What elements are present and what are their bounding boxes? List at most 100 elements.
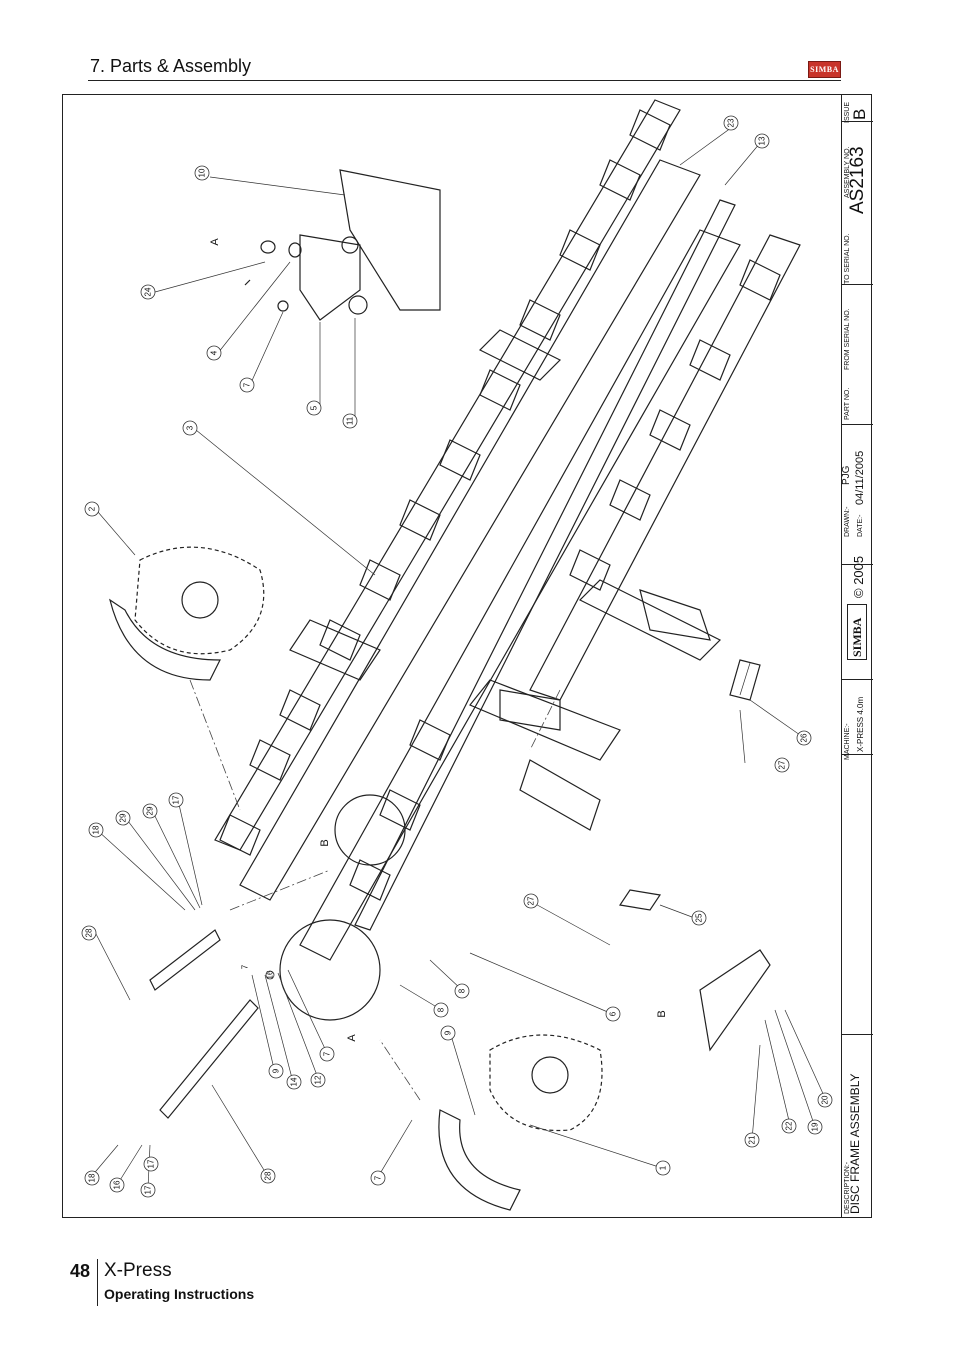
- callout-7c: [319, 1046, 335, 1062]
- callout-label: 2: [88, 506, 97, 511]
- tb-logo: SIMBA: [847, 604, 867, 660]
- view-letter-a-bottom: A: [346, 1034, 358, 1042]
- tb-divider: [842, 754, 873, 755]
- tb-part-no-label: PART NO.: [844, 387, 851, 420]
- tb-issue-value: B: [850, 108, 869, 120]
- tb-drawn-value: PJG: [841, 465, 852, 485]
- callout-label: 29: [146, 806, 155, 815]
- callout-9b: [268, 1063, 284, 1079]
- callout-16: [109, 1177, 125, 1193]
- tb-drawn-label: DRAWN:-: [844, 506, 851, 537]
- callout-8a: [454, 983, 470, 999]
- tb-date-label: DATE:-: [857, 514, 864, 537]
- callout-label: 24: [144, 287, 153, 296]
- callout-label: 28: [264, 1171, 273, 1180]
- callout-label: 19: [811, 1122, 820, 1131]
- callout-label: 18: [88, 1173, 97, 1182]
- callout-label: 13: [758, 136, 767, 145]
- view-letter-b-bottom: B: [656, 1010, 668, 1017]
- tb-drawing-number: AS2163: [847, 146, 868, 214]
- callout-label: 10: [198, 168, 207, 177]
- callout-label: 17: [172, 795, 181, 804]
- header-rule: [88, 80, 841, 81]
- callout-5: [306, 400, 322, 416]
- callout-9a: [440, 1025, 456, 1041]
- tb-divider: [842, 284, 873, 285]
- callout-label: 23: [727, 118, 736, 127]
- callout-27a: [774, 757, 790, 773]
- page-number: 48: [70, 1261, 91, 1281]
- document-subtitle: Operating Instructions: [104, 1286, 255, 1302]
- callout-24: [140, 284, 156, 300]
- callout-12: [310, 1072, 326, 1088]
- callout-1: [655, 1160, 671, 1176]
- callout-label: 7: [241, 964, 250, 969]
- callout-label: 17: [144, 1185, 153, 1194]
- callout-label: 20: [821, 1095, 830, 1104]
- callout-label: 27: [527, 896, 536, 905]
- callout-18a: [88, 822, 104, 838]
- brand-logo-text: SIMBA: [810, 65, 839, 74]
- tb-divider: [842, 679, 873, 680]
- tb-date-value: 04/11/2005: [854, 450, 866, 505]
- callout-17a: [168, 792, 184, 808]
- callout-4: [206, 345, 222, 361]
- callout-label: 3: [186, 425, 195, 430]
- callouts: [81, 115, 833, 1198]
- callout-10: [194, 165, 210, 181]
- callout-label: 7: [374, 1175, 383, 1180]
- view-letter-b-top: B: [319, 839, 331, 846]
- callout-label: 25: [695, 913, 704, 922]
- callout-27b: [523, 893, 539, 909]
- callout-2: [84, 501, 100, 517]
- tb-divider: [842, 424, 873, 425]
- callout-25: [691, 910, 707, 926]
- callout-label: 21: [748, 1135, 757, 1144]
- tb-logo-text: SIMBA: [850, 617, 864, 657]
- brand-logo: SIMBA: [808, 61, 841, 78]
- callout-label: 16: [266, 970, 275, 979]
- callout-8b: [433, 1002, 449, 1018]
- tb-to-serial-label: TO SERIAL NO.: [844, 233, 851, 284]
- callout-19: [807, 1119, 823, 1135]
- callout-6: [605, 1006, 621, 1022]
- callout-label: 26: [800, 733, 809, 742]
- callout-21: [744, 1132, 760, 1148]
- callout-label: 9: [272, 1068, 281, 1073]
- callout-label: 27: [778, 760, 787, 769]
- callout-26: [796, 730, 812, 746]
- callout-label: 18: [92, 825, 101, 834]
- view-letter-a-top: A: [209, 238, 221, 246]
- callout-label: 17: [147, 1159, 156, 1168]
- callout-label: 22: [785, 1121, 794, 1130]
- callout-20: [817, 1092, 833, 1108]
- tb-divider: [842, 121, 873, 122]
- tb-from-serial-label: FROM SERIAL NO.: [844, 308, 851, 370]
- tb-machine-value: X-PRESS 4.0m: [856, 696, 865, 752]
- tb-machine-label: MACHINE:-: [844, 723, 851, 760]
- callout-label: 4: [210, 350, 219, 355]
- callout-16b: [265, 970, 275, 980]
- product-name: X-Press: [104, 1260, 172, 1281]
- callout-label: 9: [444, 1030, 453, 1035]
- tb-divider: [842, 1034, 873, 1035]
- callout-label: 6: [609, 1011, 618, 1016]
- tb-description-value: DISC FRAME ASSEMBLY: [848, 1073, 862, 1214]
- callout-labels: 10 24 4 7 5 11 3 2 23 13 26 27 27 25 6 8…: [85, 118, 830, 1194]
- callout-3: [182, 420, 198, 436]
- callout-18b: [84, 1170, 100, 1186]
- callout-label: 8: [458, 988, 467, 993]
- tb-divider: [842, 564, 873, 565]
- title-block: [841, 94, 873, 1218]
- callout-label: 5: [310, 405, 319, 410]
- callout-label: 16: [113, 1180, 122, 1189]
- callout-17c: [143, 1156, 159, 1172]
- callout-label: 11: [346, 416, 355, 425]
- callout-label: 28: [85, 928, 94, 937]
- callout-label: 8: [437, 1007, 446, 1012]
- callout-label: 7: [323, 1051, 332, 1056]
- callout-17b: [140, 1182, 156, 1198]
- callout-label: 12: [314, 1075, 323, 1084]
- callout-7a: [239, 377, 255, 393]
